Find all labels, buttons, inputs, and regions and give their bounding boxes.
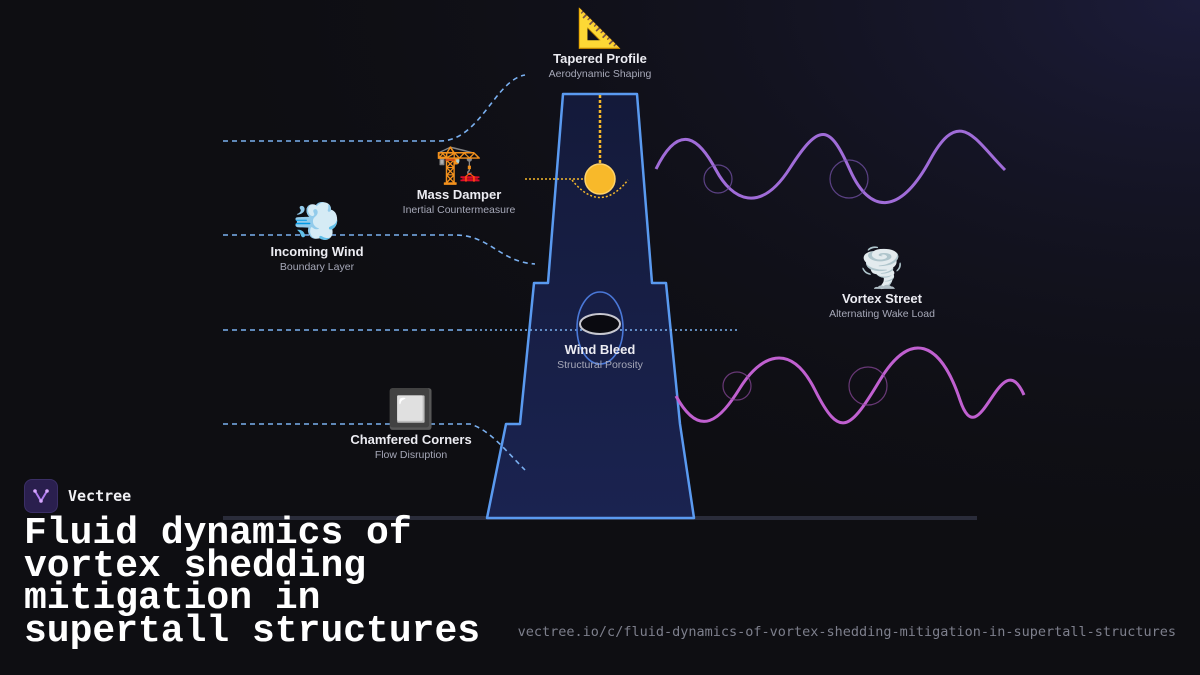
label-mass-damper: 🏗️ Mass Damper Inertial Countermeasure (403, 144, 516, 217)
label-subtitle: Aerodynamic Shaping (548, 68, 652, 80)
wind-gust-icon: 💨 (293, 201, 341, 243)
tower-outline (485, 92, 696, 520)
label-title: Wind Bleed (564, 342, 636, 357)
square-button-icon: 🔲 (387, 389, 435, 431)
label-tapered-profile: 📐 Tapered Profile Aerodynamic Shaping (549, 8, 652, 81)
label-subtitle: Alternating Wake Load (829, 308, 935, 320)
label-subtitle: Structural Porosity (557, 359, 643, 371)
damper-swing-arc (571, 179, 629, 199)
streamline-1 (223, 74, 526, 142)
vortex-eddy (829, 159, 869, 199)
label-incoming-wind: 💨 Incoming Wind Boundary Layer (270, 201, 363, 274)
label-title: Tapered Profile (553, 51, 647, 66)
wind-bleed-hole (579, 313, 621, 335)
streamline-2 (223, 234, 536, 265)
page-title: Fluid dynamics of vortex shedding mitiga… (24, 512, 481, 653)
vortex-eddy (703, 164, 733, 194)
vortex-wave-bottom (674, 346, 1026, 425)
triangular-ruler-icon: 📐 (576, 8, 624, 50)
page-url[interactable]: vectree.io/c/fluid-dynamics-of-vortex-sh… (517, 624, 1176, 640)
label-title: Chamfered Corners (350, 432, 472, 447)
label-vortex-street: 🌪️ Vortex Street Alternating Wake Load (829, 248, 935, 321)
tornado-icon: 🌪️ (858, 248, 906, 290)
vortex-eddy (722, 371, 752, 401)
label-wind-bleed: Wind Bleed Structural Porosity (557, 341, 643, 372)
vortex-eddy (848, 366, 888, 406)
vortex-wave-top (654, 129, 1007, 204)
label-title: Mass Damper (416, 187, 502, 202)
label-subtitle: Flow Disruption (374, 449, 448, 461)
label-subtitle: Inertial Countermeasure (402, 204, 516, 216)
wind-bleed-ring (576, 291, 624, 365)
damper-mass (584, 163, 616, 195)
label-title: Incoming Wind (270, 244, 364, 259)
vectree-logo-icon (24, 479, 58, 513)
brand: Vectree (24, 479, 131, 513)
brand-name: Vectree (68, 487, 132, 505)
streamline-4 (223, 423, 526, 471)
construction-crane-icon: 🏗️ (435, 144, 483, 186)
label-chamfered-corners: 🔲 Chamfered Corners Flow Disruption (350, 389, 471, 462)
label-subtitle: Boundary Layer (279, 261, 355, 273)
label-title: Vortex Street (842, 291, 922, 306)
